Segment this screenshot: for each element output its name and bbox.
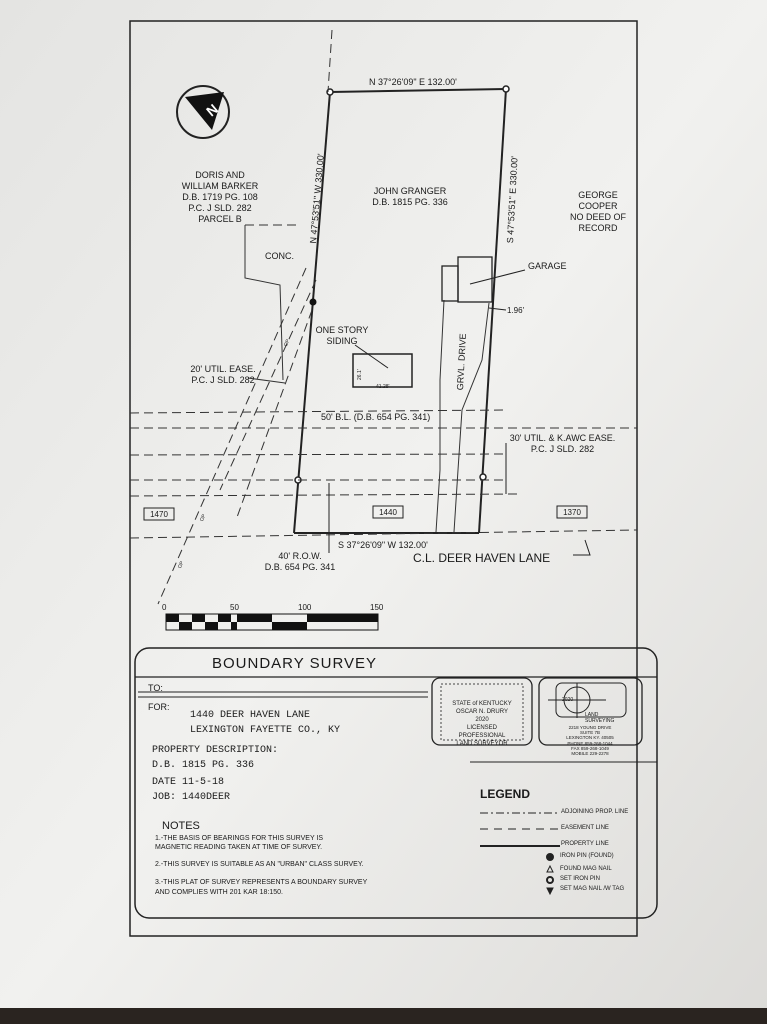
lot-number-right: 1370 xyxy=(563,508,581,517)
outer-frame xyxy=(129,20,638,937)
legend-set-iron-pin: SET IRON PIN xyxy=(560,876,600,882)
lot-number-left: 1470 xyxy=(150,510,168,519)
legend-title: LEGEND xyxy=(480,787,531,801)
survey-title: BOUNDARY SURVEY xyxy=(212,655,378,672)
house-depth: 26.1' xyxy=(357,369,363,380)
lot-number-center: 1440 xyxy=(379,508,397,517)
scale-label-0: 0 xyxy=(162,603,167,612)
scale-label-150: 150 xyxy=(370,603,384,612)
deed-reference: D.B. 1815 PG. 336 xyxy=(152,760,255,771)
garage-label: GARAGE xyxy=(528,261,567,271)
south-line-bearing: S 37°26'09" W 132.00' xyxy=(338,540,428,550)
house-outline xyxy=(352,353,413,388)
garage-outline xyxy=(441,256,493,303)
to-label: TO: xyxy=(148,683,163,693)
scale-label-50: 50 xyxy=(230,603,239,612)
note-line: AND COMPLIES WITH 201 KAR 18:150. xyxy=(155,889,283,896)
legend-set-mag-nail: SET MAG NAIL /W TAG xyxy=(560,886,625,892)
util-ease-right: 30' UTIL. & K.AWC EASE.P.C. J SLD. 282 xyxy=(509,433,616,454)
legend-iron-pin-found: IRON PIN (FOUND) xyxy=(560,853,614,859)
north-arrow-icon xyxy=(176,85,230,139)
for-label: FOR: xyxy=(148,702,170,712)
house-width: 41.28' xyxy=(376,384,390,390)
property-description-label: PROPERTY DESCRIPTION: xyxy=(152,745,279,756)
title-block-frame xyxy=(134,647,658,919)
row-label: 40' R.O.W.D.B. 654 PG. 341 xyxy=(264,551,336,572)
address-line-1: 1440 DEER HAVEN LANE xyxy=(190,710,311,721)
legend-easement: EASEMENT LINE xyxy=(561,825,609,831)
notes-title: NOTES xyxy=(162,820,200,832)
util-ease-left: 20' UTIL. EASE.P.C. J SLD. 282 xyxy=(190,364,256,385)
note-line: 2.-THIS SURVEY IS SUITABLE AS AN "URBAN"… xyxy=(155,861,364,868)
conc-label: CONC. xyxy=(265,251,294,261)
address-line-2: LEXINGTON FAYETTE CO., KY xyxy=(190,725,341,736)
note-line: MAGNETIC READING TAKEN AT TIME OF SURVEY… xyxy=(155,844,323,851)
legend-property-line: PROPERTY LINE xyxy=(561,841,609,847)
surveyor-stamp-frame xyxy=(431,677,533,746)
scale-label-100: 100 xyxy=(298,603,312,612)
job-number: JOB: 1440DEER xyxy=(152,792,231,803)
centerline-label: C.L. DEER HAVEN LANE xyxy=(413,551,551,565)
garage-offset: 1.96' xyxy=(507,306,525,315)
north-line-bearing: N 37°26'09" E 132.00' xyxy=(369,77,457,87)
scale-bar xyxy=(165,613,379,631)
note-line: 1.-THE BASIS OF BEARINGS FOR THIS SURVEY… xyxy=(155,835,324,842)
company-logo-frame xyxy=(538,677,643,746)
survey-date: DATE 11-5-18 xyxy=(152,777,225,788)
company-logo-year: 2020 xyxy=(562,697,574,703)
setback-label: 50' B.L. (D.B. 654 PG. 341) xyxy=(321,412,431,422)
property-lines xyxy=(293,88,507,534)
note-line: 3.-THIS PLAT OF SURVEY REPRESENTS A BOUN… xyxy=(155,879,368,886)
legend-found-mag-nail: FOUND MAG NAIL xyxy=(560,866,612,872)
legend-adjoining: ADJOINING PROP. LINE xyxy=(561,809,629,815)
